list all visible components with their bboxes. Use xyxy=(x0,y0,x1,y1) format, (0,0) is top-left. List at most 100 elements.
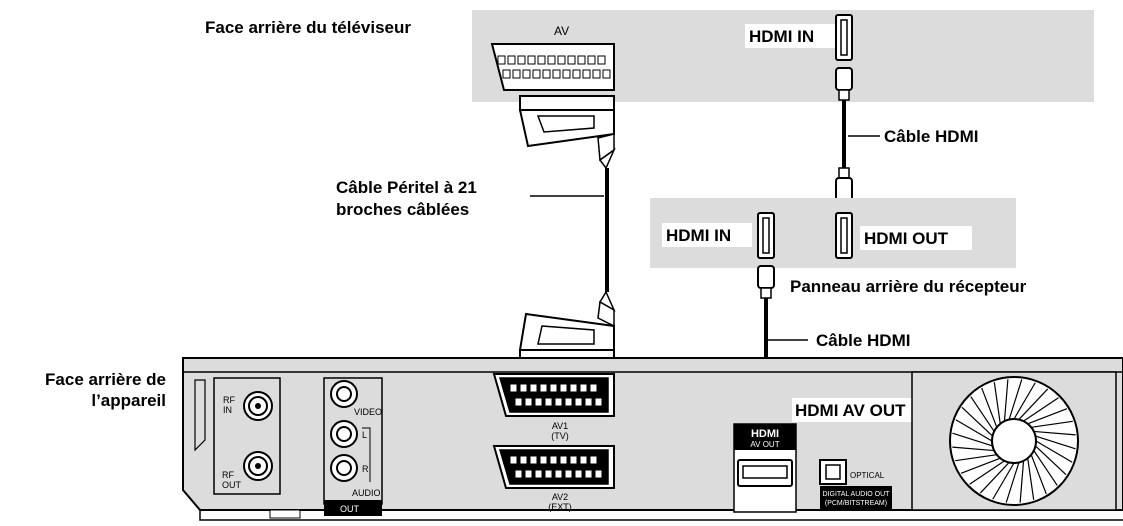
scart-pin xyxy=(587,55,596,65)
scart-pin xyxy=(589,383,598,393)
fan-fin xyxy=(1018,388,1049,420)
scart-pin xyxy=(529,383,538,393)
scart-pin xyxy=(537,55,546,65)
scart-pin xyxy=(529,455,538,465)
scart-pin xyxy=(557,55,566,65)
scart-pin xyxy=(564,397,573,407)
tv-scart-socket xyxy=(490,43,615,91)
scart-cable xyxy=(518,95,616,367)
scart-pin xyxy=(574,469,583,479)
fan-fin xyxy=(992,462,1015,500)
fan-fin xyxy=(1003,379,1009,422)
scart-pin xyxy=(602,69,611,79)
receiver-hdmi-in-port xyxy=(757,212,775,259)
scart-pin xyxy=(597,55,606,65)
scart-pin xyxy=(554,397,563,407)
av-out-section xyxy=(323,377,383,516)
scart-pin xyxy=(497,55,506,65)
receiver-hdmi-out-label-bg xyxy=(860,226,972,250)
audio-l-label: L xyxy=(362,430,367,440)
fan-fin xyxy=(1013,382,1036,420)
scart-pin xyxy=(549,455,558,465)
scart-pin xyxy=(509,455,518,465)
scart-pin xyxy=(539,455,548,465)
scart-pin xyxy=(594,469,603,479)
scart-pin xyxy=(524,397,533,407)
receiver-hdmi-out-port xyxy=(835,212,853,259)
av2-label-2: (EXT) xyxy=(548,502,572,512)
scart-pin xyxy=(554,469,563,479)
av2-label-1: AV2 xyxy=(552,492,568,502)
fan-fin xyxy=(1027,458,1035,500)
fan-fin xyxy=(981,387,998,428)
fan-fin xyxy=(960,457,1001,474)
scart-pin xyxy=(559,455,568,465)
fan-fin xyxy=(952,446,995,452)
rf-in-label-2: IN xyxy=(223,405,232,415)
tv-av-label: AV xyxy=(554,24,569,38)
fan-fin xyxy=(970,396,995,432)
scart-pin xyxy=(534,469,543,479)
scart-pin xyxy=(547,55,556,65)
scart-label-line1: Câble Péritel à 21 xyxy=(336,178,477,197)
scart-pin xyxy=(522,69,531,79)
fan-grille xyxy=(911,371,1117,511)
rf-section xyxy=(213,377,281,495)
scart-pin xyxy=(562,69,571,79)
fan-fin xyxy=(1035,440,1073,463)
tv-hdmi-port xyxy=(835,14,853,61)
receiver-hdmi-in-label: HDMI IN xyxy=(666,226,731,245)
hdmi-cable-bottom-label: Câble HDMI xyxy=(816,331,910,350)
rf-in-label-1: RF xyxy=(223,395,235,405)
scart-pin xyxy=(579,455,588,465)
scart-pin xyxy=(592,69,601,79)
audio-r-label: R xyxy=(362,464,369,474)
scart-pin xyxy=(544,397,553,407)
fan-fin xyxy=(969,460,1005,485)
av1-scart-socket xyxy=(492,373,615,417)
fan-fin xyxy=(952,432,993,447)
hdmi-cable-top xyxy=(835,67,853,201)
digital-audio-label-2: (PCM/BITSTREAM) xyxy=(825,500,887,507)
scart-pin xyxy=(509,383,518,393)
scart-pin xyxy=(534,397,543,407)
scart-pin xyxy=(517,55,526,65)
audio-label: AUDIO xyxy=(352,488,381,498)
video-label: VIDEO xyxy=(354,407,382,417)
scart-pin xyxy=(532,69,541,79)
scart-pin xyxy=(514,397,523,407)
scart-pin xyxy=(539,383,548,393)
scart-pin xyxy=(577,55,586,65)
out-label: OUT xyxy=(340,504,360,514)
hdmi-logo: HDMI xyxy=(751,428,779,440)
receiver-hdmi-in-label-bg xyxy=(662,223,752,247)
receiver-rear-label: Panneau arrière du récepteur xyxy=(790,277,1027,296)
scart-pin xyxy=(552,69,561,79)
scart-pin xyxy=(567,55,576,65)
fan-fin xyxy=(1033,450,1058,486)
scart-pin xyxy=(524,469,533,479)
scart-pin xyxy=(569,383,578,393)
fan-fin xyxy=(1035,445,1067,476)
optical-label: OPTICAL xyxy=(850,471,885,480)
rf-out-label-2: OUT xyxy=(222,480,242,490)
rf-out-label-1: RF xyxy=(222,470,234,480)
scart-pin xyxy=(514,469,523,479)
fan-fin xyxy=(1027,408,1068,425)
fan-fin xyxy=(1035,435,1076,450)
fan-fin xyxy=(1023,397,1059,422)
scart-pin xyxy=(579,383,588,393)
hdmi-av-out-label-bg xyxy=(792,398,926,422)
scart-pin xyxy=(507,55,516,65)
scart-pin xyxy=(574,397,583,407)
fan-fin xyxy=(979,462,1010,494)
fan-fin xyxy=(961,406,993,437)
tv-rear-label: Face arrière du téléviseur xyxy=(205,18,411,37)
scart-pin xyxy=(584,469,593,479)
digital-audio-label-1: DIGITAL AUDIO OUT xyxy=(823,491,891,498)
scart-pin xyxy=(572,69,581,79)
fan-fin xyxy=(1008,379,1023,420)
fan-fin xyxy=(1033,430,1076,436)
